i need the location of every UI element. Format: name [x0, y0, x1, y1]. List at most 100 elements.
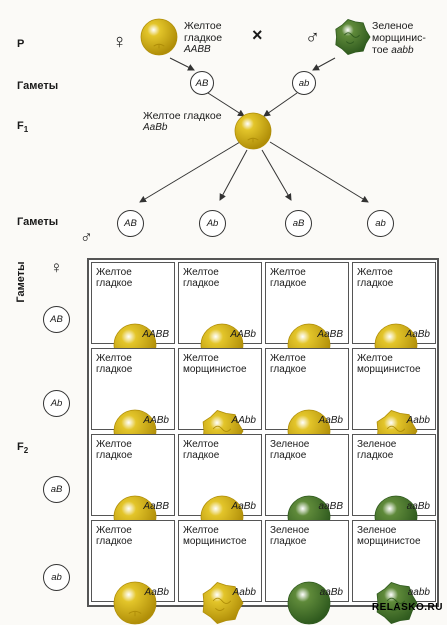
male-symbol-parent: ♂: [305, 27, 320, 49]
watermark: RELASKO.RU: [371, 602, 443, 613]
label-f1: F1: [17, 120, 28, 134]
cell-phenotype-line1: Желтое: [270, 267, 306, 278]
cell-genotype: AABb: [230, 329, 256, 340]
cell-genotype: AABb: [143, 415, 169, 426]
cell-genotype: AAbb: [231, 415, 256, 426]
f1-genotype: AaBb: [143, 122, 168, 133]
female-symbol-grid: ♀: [50, 258, 63, 277]
cell-genotype: aaBb: [319, 587, 343, 598]
cell-phenotype-line2: гладкое: [96, 278, 133, 289]
label-gametes-parent: Гаметы: [17, 80, 59, 92]
f1-gamete-4: ab: [367, 210, 394, 237]
cell-phenotype-line1: Зеленое: [270, 439, 310, 450]
smooth-yellow-pea-icon: [140, 18, 178, 56]
cell-phenotype-line2: гладкое: [357, 450, 394, 461]
male-symbol-f1: ♂: [80, 228, 93, 247]
cell-genotype: AABB: [142, 329, 169, 340]
cell-genotype: AaBb: [231, 501, 256, 512]
parent-female-pea: [140, 18, 178, 61]
row-gamete-2: Ab: [43, 390, 70, 417]
cell-phenotype-line2: гладкое: [270, 450, 307, 461]
cell-phenotype-line1: Зеленое: [357, 525, 397, 536]
cell-genotype: AaBB: [143, 501, 169, 512]
cell-phenotype-line1: Желтое: [357, 267, 393, 278]
cell-phenotype-line1: Желтое: [96, 267, 132, 278]
f1-gamete-1: AB: [117, 210, 144, 237]
wrinkled-green-pea-icon: [335, 19, 371, 55]
cell-genotype: AaBB: [317, 329, 343, 340]
label-gametes-vertical: Гаметы: [15, 261, 27, 303]
cell-phenotype-line2: гладкое: [183, 278, 220, 289]
cell-genotype: Aabb: [406, 415, 430, 426]
cell-phenotype-line2: гладкое: [96, 450, 133, 461]
label-f2: F2: [17, 441, 28, 455]
cell-phenotype-line2: гладкое: [96, 536, 133, 547]
cell-phenotype-line1: Зеленое: [270, 525, 310, 536]
arrow-male-to-gamete: [312, 57, 336, 71]
cell-genotype: AaBb: [144, 587, 169, 598]
cell-phenotype-line1: Желтое: [357, 353, 393, 364]
cell-phenotype-line2: гладкое: [183, 450, 220, 461]
parent-male-phenotype-3-text: тое: [372, 44, 389, 56]
arrow-gamete-ab-to-f1: [207, 92, 245, 117]
cell-phenotype-line1: Желтое: [183, 439, 219, 450]
smooth-yellow-pea-icon: [234, 112, 272, 150]
parent-female-genotype: AABB: [184, 44, 211, 55]
cell-phenotype-line1: Зеленое: [357, 439, 397, 450]
arrow-f1-to-gamete-3: [261, 149, 292, 201]
arrow-f1-to-gamete-1: [139, 141, 241, 203]
cell-phenotype-line1: Желтое: [96, 525, 132, 536]
f1-label: Желтое гладкое AaBb: [143, 110, 222, 134]
parent-male-pea: [333, 18, 371, 61]
cell-genotype: aaBB: [318, 501, 343, 512]
cell-genotype: AaBb: [405, 329, 430, 340]
label-f2-subscript: 2: [23, 446, 29, 456]
row-gamete-1: AB: [43, 306, 70, 333]
cell-phenotype-line2: гладкое: [270, 536, 307, 547]
arrow-female-to-gamete: [169, 57, 195, 71]
parent-male-phenotype-1: Зеленое: [372, 20, 414, 32]
cell-phenotype-line2: гладкое: [96, 364, 133, 375]
row-gamete-3: aB: [43, 476, 70, 503]
cell-phenotype-line2: гладкое: [270, 278, 307, 289]
label-f1-subscript: 1: [23, 125, 29, 135]
row-gamete-4: ab: [43, 564, 70, 591]
f1-phenotype: Желтое гладкое: [143, 110, 222, 122]
f1-gamete-2: Ab: [199, 210, 226, 237]
cell-phenotype-line1: Желтое: [270, 353, 306, 364]
parent-male-phenotype-3: тое aabb: [372, 44, 414, 56]
cell-phenotype-line1: Желтое: [183, 525, 219, 536]
parent-female-label: Желтое гладкое AABB: [184, 20, 222, 56]
arrow-f1-to-gamete-2: [219, 149, 248, 201]
